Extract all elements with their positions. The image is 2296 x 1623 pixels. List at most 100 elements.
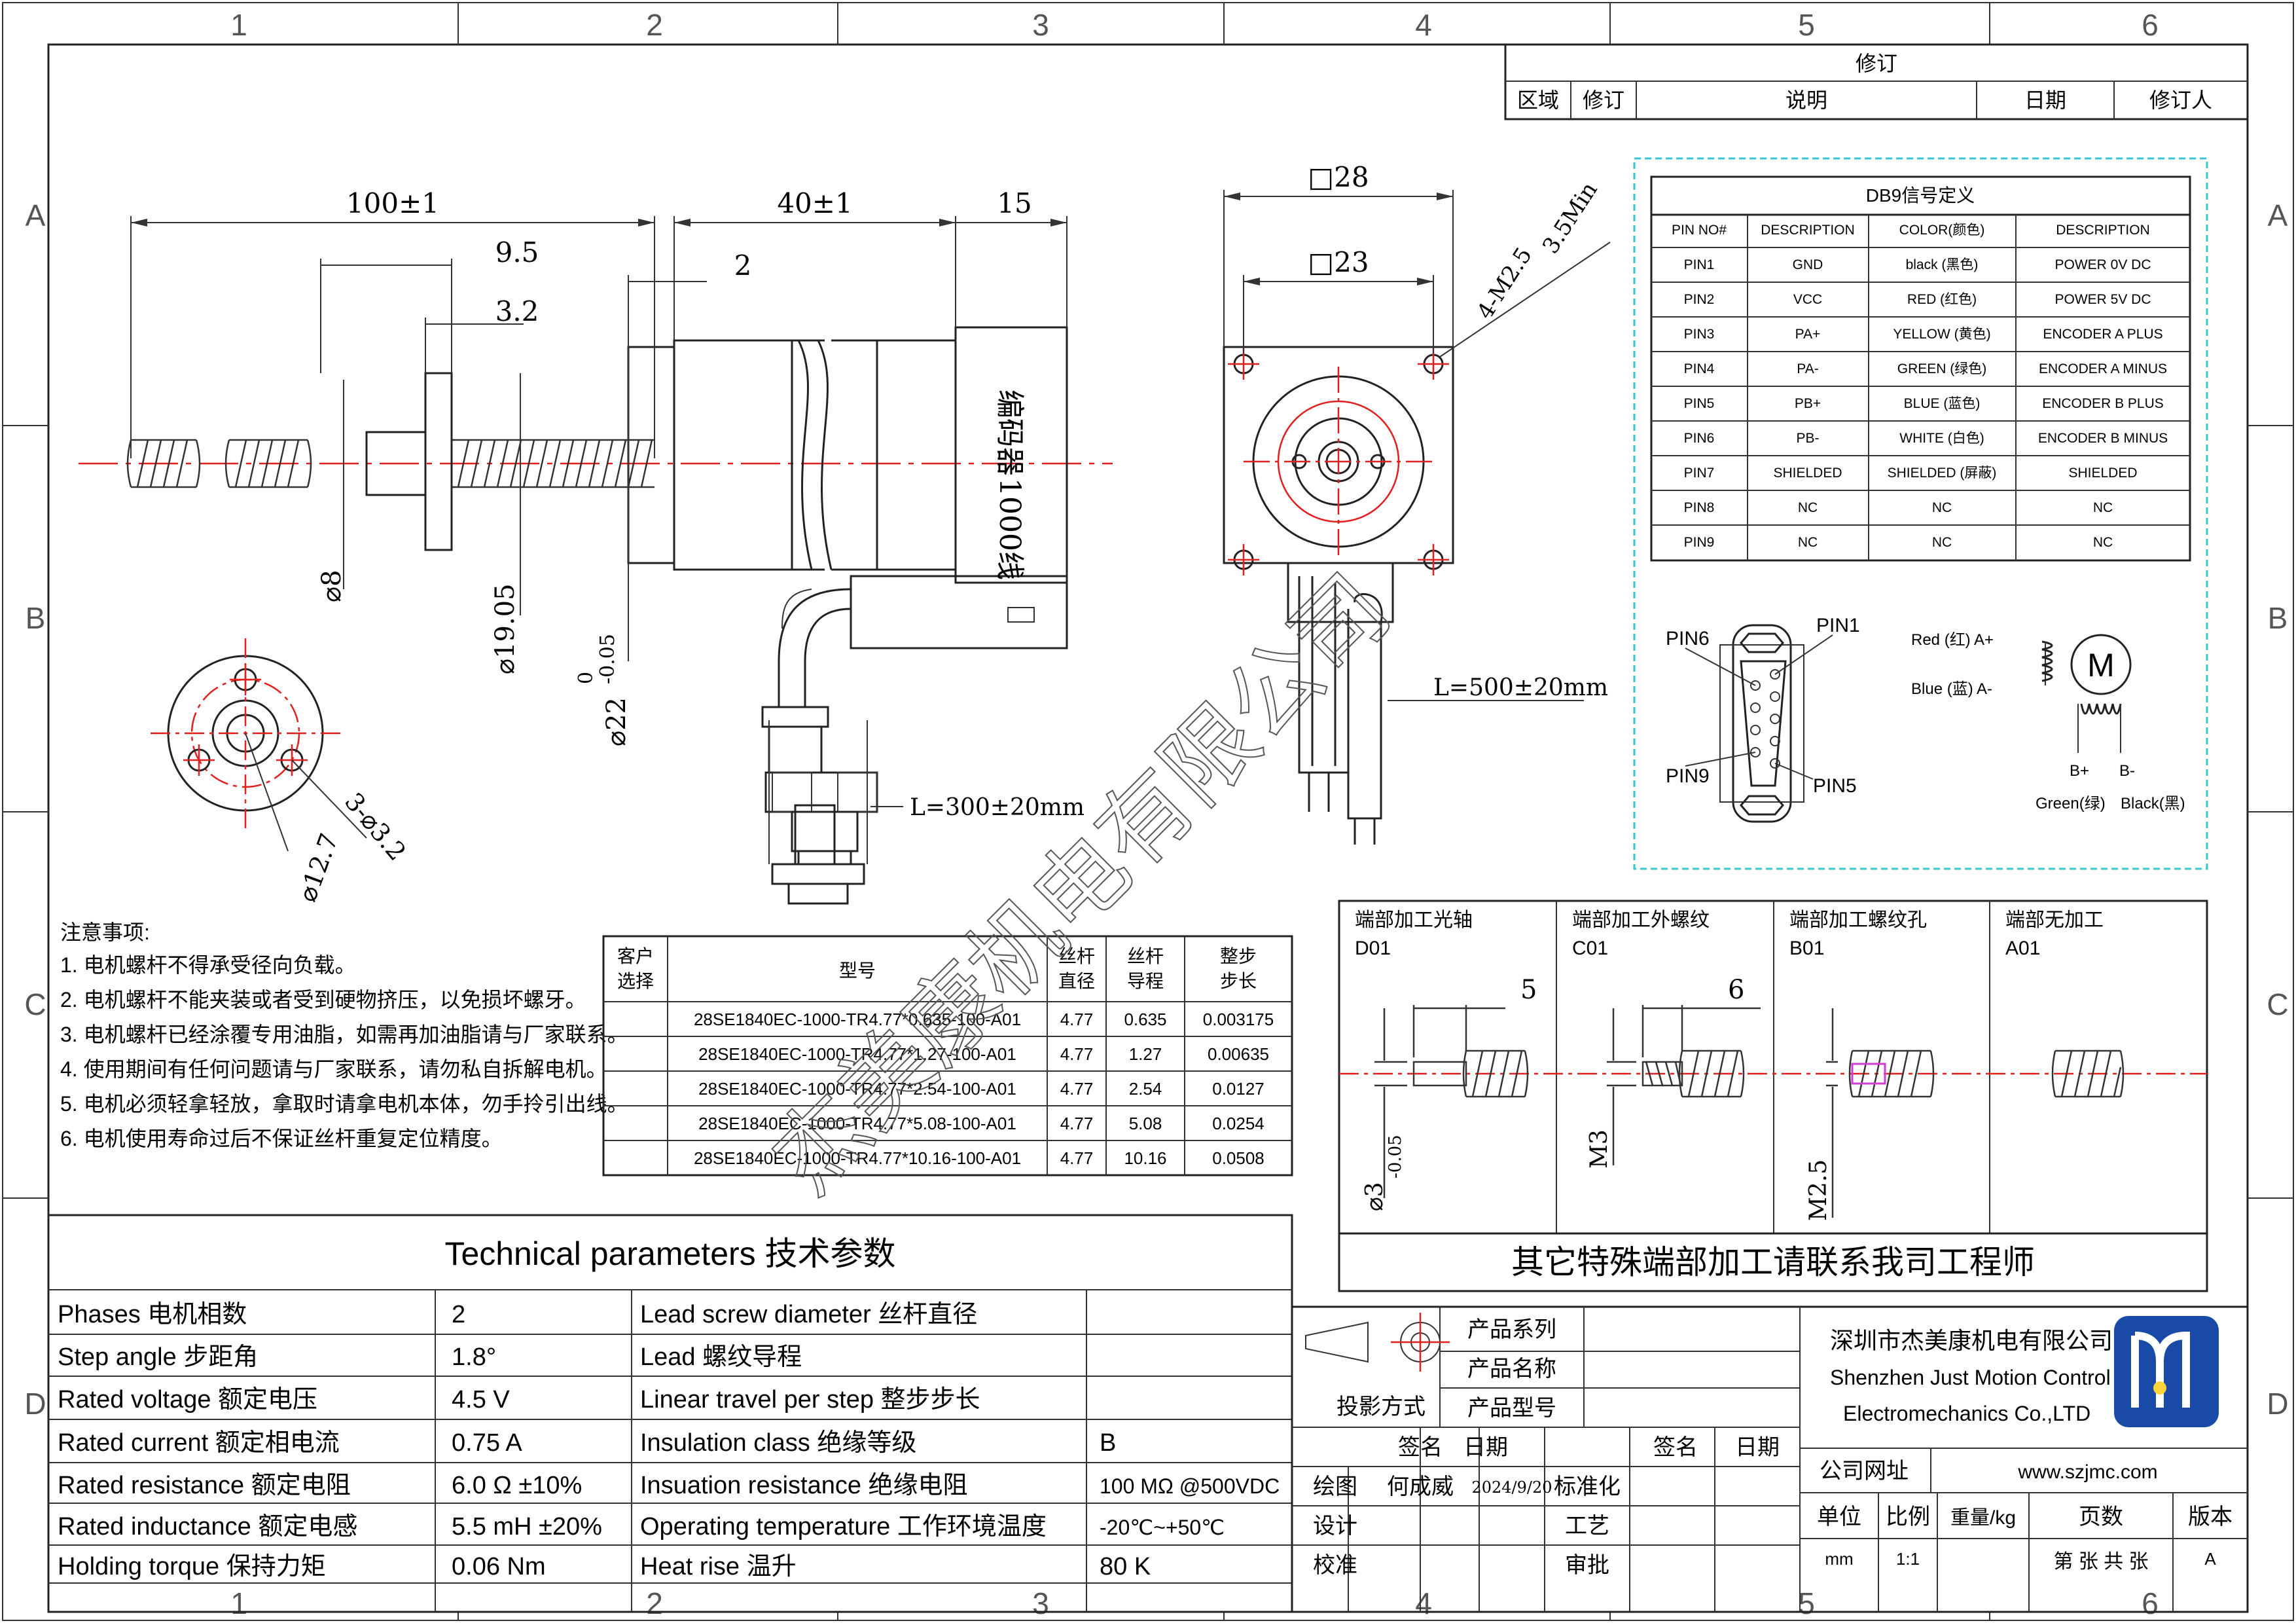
revision-title: 修订	[1856, 52, 1897, 75]
dim-flange-square: □28	[1308, 161, 1369, 193]
tech-value-left-6: 5.5 mH ±20%	[452, 1513, 602, 1541]
tb-scale: 比例	[1886, 1504, 1930, 1529]
notes-title: 注意事项:	[60, 921, 150, 944]
tb-pages-value: 第 张 共 张	[2053, 1551, 2148, 1573]
model-header-dia-1: 丝杆	[1058, 946, 1095, 966]
model-header-step-2: 步长	[1220, 971, 1257, 991]
tech-value-left-5: 6.0 Ω ±10%	[452, 1472, 582, 1499]
db9-cell-r1-c4: POWER 0V DC	[2054, 257, 2151, 272]
tech-value-left-3: 4.5 V	[452, 1386, 510, 1413]
end-panel-2-title: 端部加工外螺纹	[1572, 909, 1710, 931]
encoder-cable-connector: L=300±20mm	[761, 588, 1085, 905]
end-panel-3-title: 端部加工螺纹孔	[1789, 909, 1927, 931]
row-label-a: A	[26, 198, 46, 232]
wire-black: Black(黑)	[2121, 795, 2185, 812]
db9-cell-r8-c2: NC	[1798, 500, 1818, 515]
model-cell-r1-c4: 0.635	[1124, 1010, 1166, 1029]
model-cell-r3-c3: 4.77	[1060, 1079, 1094, 1099]
tb-name: 产品名称	[1467, 1357, 1556, 1381]
db9-cell-r3-c3: YELLOW (黄色)	[1893, 327, 1990, 342]
db9-header-color: COLOR(颜色)	[1899, 223, 1985, 238]
wire-a-plus: Red (红) A+	[1911, 631, 1994, 649]
col-label-3-bottom: 3	[1032, 1586, 1049, 1620]
tb-weight: 重量/kg	[1950, 1507, 2016, 1529]
model-header-select-2: 选择	[617, 971, 654, 991]
tech-label-right-4: Insulation class 绝缘等级	[640, 1429, 916, 1457]
tb-unit-value: mm	[1825, 1549, 1853, 1569]
motor-wiring-diagram: M Red (红) A+ Blue (蓝) A- B+ B- Green(绿) …	[1911, 631, 2185, 812]
model-cell-r1-c5: 0.003175	[1203, 1010, 1274, 1029]
db9-cell-r7-c1: PIN7	[1684, 465, 1715, 481]
model-cell-r4-c2: 28SE1840EC-1000-TR4.77*5.08-100-A01	[698, 1114, 1016, 1133]
db9-header-pin: PIN NO#	[1672, 223, 1727, 238]
motor-symbol: M	[2087, 647, 2115, 684]
tech-label-left-7: Holding torque 保持力矩	[58, 1553, 326, 1580]
end-panel-3-dim-b: M2.5	[1805, 1159, 1832, 1221]
dim-screw-diameter: ⌀8	[317, 570, 347, 602]
model-cell-r5-c2: 28SE1840EC-1000-TR4.77*10.16-100-A01	[694, 1148, 1021, 1168]
end-panel-1-dim-b: ⌀3	[1361, 1182, 1388, 1211]
end-panel-1-dim-b-tol: -0.05	[1386, 1135, 1405, 1178]
db9-cell-r3-c1: PIN3	[1684, 327, 1715, 342]
model-cell-r2-c4: 1.27	[1129, 1044, 1162, 1064]
end-panel-4-code: A01	[2005, 938, 2040, 959]
tb-process: 工艺	[1565, 1514, 1609, 1539]
row-label-a-right: A	[2268, 198, 2288, 232]
col-label-3: 3	[1032, 8, 1049, 42]
tech-label-right-1: Lead screw diameter 丝杆直径	[640, 1301, 977, 1328]
db9-pin9-label: PIN9	[1666, 765, 1710, 787]
tech-value-right-4: B	[1100, 1429, 1116, 1457]
end-panel-2-dim-a: 6	[1728, 975, 1744, 1005]
db9-cell-r2-c2: VCC	[1793, 292, 1822, 307]
title-block: 投影方式 产品系列 产品名称 产品型号 签名 日期 签名 日期 绘图 何成威 标…	[1291, 1305, 2249, 1613]
revision-col-desc: 说明	[1785, 88, 1827, 112]
col-label-2: 2	[646, 8, 663, 42]
dim-nut-holes: 3-⌀3.2	[339, 788, 412, 866]
motor-body: 编码器 1000线	[627, 326, 1068, 649]
company-name-en-1: Shenzhen Just Motion Control	[1830, 1366, 2111, 1389]
col-label-6: 6	[2142, 8, 2159, 42]
model-cell-r1-c3: 4.77	[1060, 1010, 1094, 1029]
db9-cell-r7-c4: SHIELDED	[2068, 465, 2137, 481]
model-cell-r4-c4: 5.08	[1129, 1114, 1162, 1133]
db9-cell-r1-c2: GND	[1793, 257, 1823, 272]
tb-version-value: A	[2204, 1549, 2216, 1569]
tech-value-right-5: 100 MΩ @500VDC	[1100, 1474, 1280, 1498]
col-label-6-bottom: 6	[2142, 1586, 2159, 1620]
db9-cell-r4-c1: PIN4	[1684, 361, 1715, 376]
db9-pin5-label: PIN5	[1813, 775, 1857, 797]
db9-pin1-label: PIN1	[1816, 615, 1860, 636]
wire-green: Green(绿)	[2036, 795, 2106, 812]
model-cell-r5-c4: 10.16	[1124, 1148, 1166, 1168]
wire-a-minus: Blue (蓝) A-	[1911, 680, 1992, 698]
db9-cell-r8-c3: NC	[1932, 500, 1952, 515]
db9-cell-r3-c4: ENCODER A PLUS	[2043, 327, 2162, 342]
model-header-dia-2: 直径	[1058, 971, 1095, 991]
db9-cell-r5-c3: BLUE (蓝色)	[1904, 396, 1981, 411]
tb-draw-date: 2024/9/20	[1471, 1478, 1552, 1497]
dim-bolt-circle: ⌀12.7	[293, 830, 344, 905]
db9-cell-r5-c1: PIN5	[1684, 396, 1715, 411]
dim-nut-diameter: ⌀19.05	[490, 583, 520, 674]
tech-label-right-3: Linear travel per step 整步步长	[640, 1386, 980, 1413]
lead-screw	[126, 439, 655, 488]
website-label: 公司网址	[1820, 1459, 1909, 1484]
db9-cell-r5-c2: PB+	[1795, 396, 1821, 411]
db9-cell-r5-c4: ENCODER B PLUS	[2042, 396, 2164, 411]
dim-mount-holes: 4-M2.5	[1472, 243, 1537, 324]
tech-label-right-6: Operating temperature 工作环境温度	[640, 1513, 1047, 1541]
tech-value-left-1: 2	[452, 1301, 465, 1328]
row-label-b-right: B	[2268, 601, 2288, 635]
col-label-5: 5	[1798, 8, 1815, 42]
row-label-d-right: D	[2267, 1387, 2288, 1421]
website-url: www.szjmc.com	[2017, 1461, 2157, 1483]
tech-label-left-2: Step angle 步距角	[58, 1343, 258, 1371]
row-label-d: D	[24, 1387, 46, 1421]
row-label-c: C	[24, 987, 46, 1021]
db9-cell-r3-c2: PA+	[1795, 327, 1821, 342]
db9-cell-r1-c3: black (黑色)	[1906, 257, 1979, 272]
note-item-2: 2. 电机螺杆不能夹装或者受到硬物挤压，以免损坏螺牙。	[60, 988, 586, 1012]
db9-cell-r9-c1: PIN9	[1684, 535, 1715, 550]
tb-version: 版本	[2188, 1504, 2233, 1529]
